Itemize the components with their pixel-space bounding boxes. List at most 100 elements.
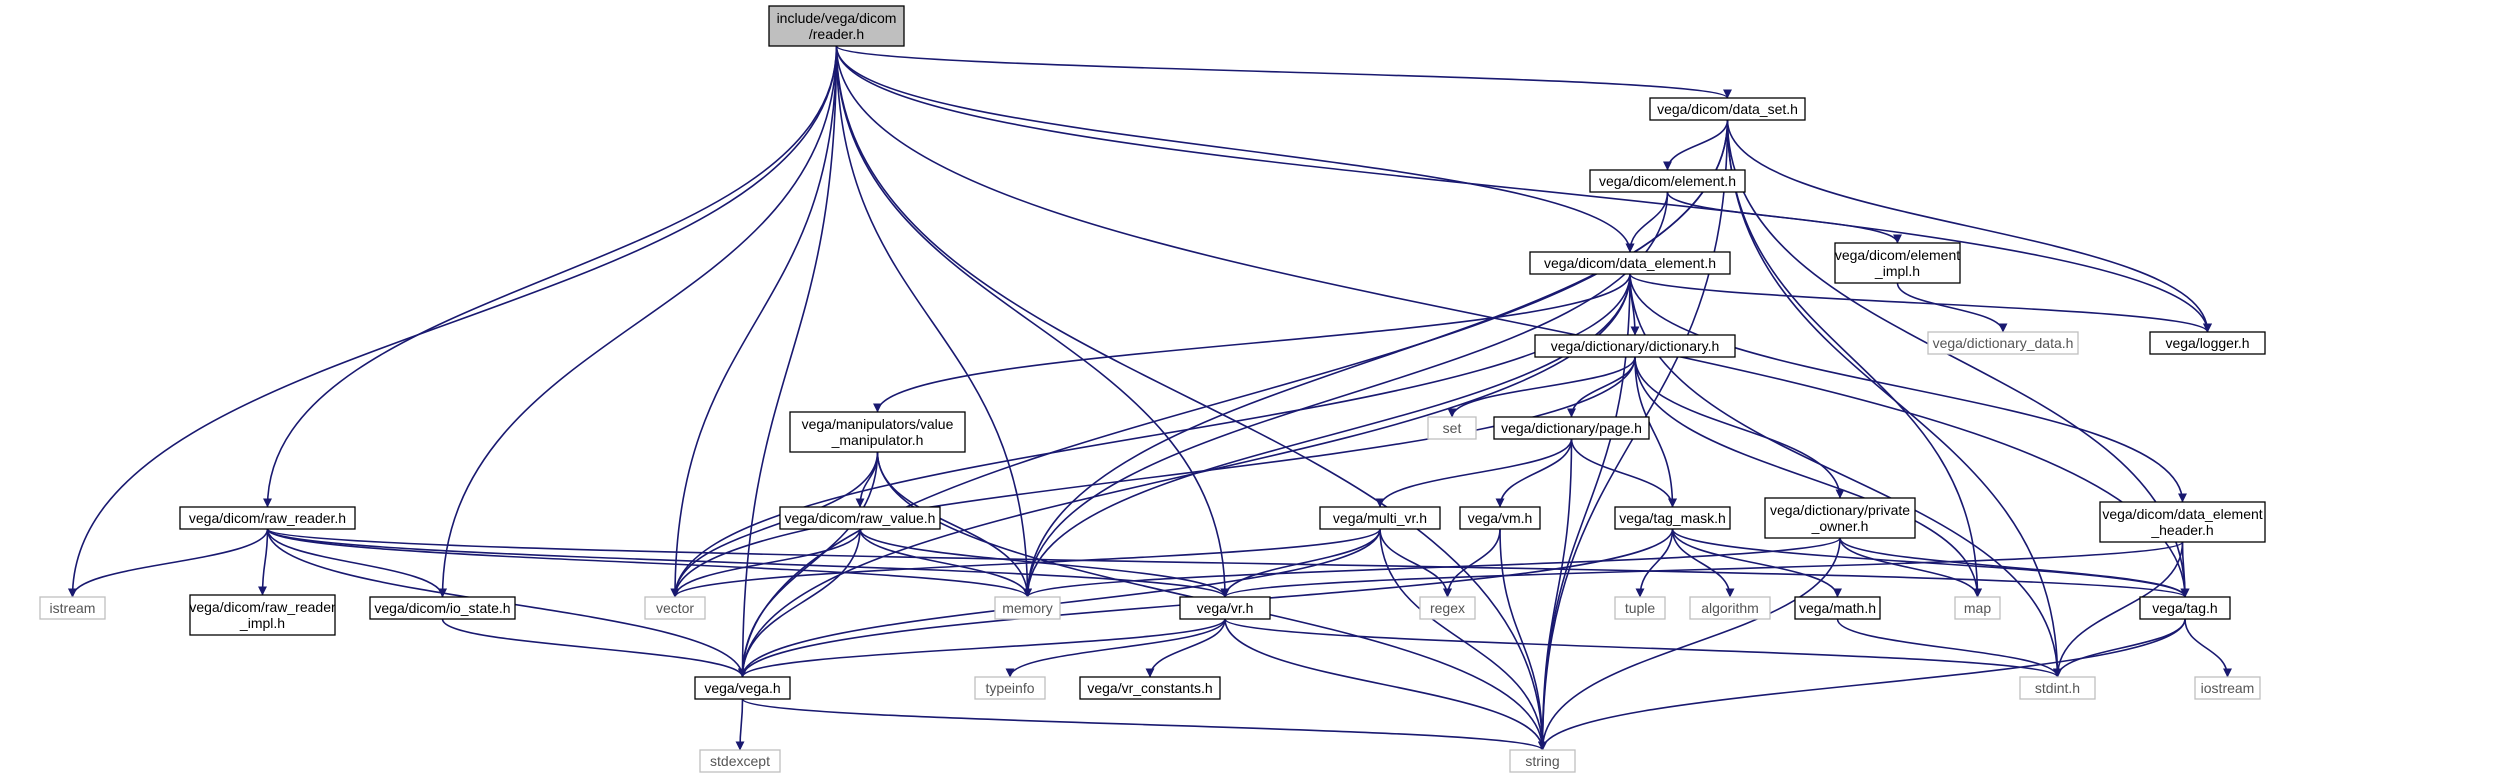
node-tag[interactable]: vega/tag.h (2139, 596, 2231, 620)
node-algorithm-box (1689, 596, 1771, 620)
edge-reader-to-istream1 (68, 45, 838, 598)
node-logger-label: vega/logger.h (2165, 335, 2249, 351)
node-reader-label: /reader.h (809, 26, 864, 42)
edge-raw-value-to-vector (670, 528, 861, 598)
node-data-element-label: vega/dicom/data_element.h (1544, 255, 1716, 271)
edge-multi-vr-to-vr (1220, 528, 1381, 598)
node-raw-reader-impl-box (189, 594, 336, 636)
node-regex-box (1419, 596, 1476, 620)
node-math[interactable]: vega/math.h (1794, 596, 1881, 620)
node-data-set[interactable]: vega/dicom/data_set.h (1649, 97, 1806, 121)
node-regex: regex (1419, 596, 1476, 620)
edge-reader-to-logger (835, 45, 2212, 333)
node-typeinfo: typeinfo (974, 676, 1046, 700)
node-dictionary-box (1534, 334, 1736, 358)
edge-data-set-to-logger (1726, 119, 2212, 333)
edge-data-set-to-vega (738, 119, 1729, 678)
node-data-set-box (1649, 97, 1806, 121)
edge-tag-mask-to-algorithm (1671, 528, 1735, 598)
node-stdexcept-box (699, 749, 781, 773)
node-data-element-header[interactable]: vega/dicom/data_element_header.h (2099, 501, 2266, 543)
edge-dictionary-to-private-owner (1634, 356, 1845, 499)
node-dictionary-data-box (1927, 331, 2079, 355)
node-private-owner[interactable]: vega/dictionary/private_owner.h (1764, 497, 1916, 539)
edge-reader-to-string (835, 45, 1547, 751)
edge-value-manip-to-vector (670, 451, 879, 598)
edge-tag-mask-to-math (1671, 528, 1842, 598)
edge-tag-to-stdint (2053, 618, 2186, 678)
node-vega-box (694, 676, 791, 700)
node-istream1-box (39, 596, 106, 620)
node-raw-reader-label: vega/dicom/raw_reader.h (189, 510, 346, 526)
node-tuple-box (1614, 596, 1666, 620)
node-map-label: map (1964, 600, 1991, 616)
node-set: set (1427, 416, 1477, 440)
node-data-element-header-box (2099, 501, 2266, 543)
edge-tag-to-string (1538, 618, 2186, 751)
node-element-impl[interactable]: vega/dicom/element_impl.h (1834, 242, 1961, 284)
node-string: string (1509, 749, 1576, 773)
node-raw-reader[interactable]: vega/dicom/raw_reader.h (179, 506, 356, 530)
node-page[interactable]: vega/dictionary/page.h (1493, 416, 1650, 440)
edge-value-manip-to-vega (738, 451, 879, 678)
node-element[interactable]: vega/dicom/element.h (1589, 169, 1746, 193)
node-stdint-box (2019, 676, 2096, 700)
node-io-state[interactable]: vega/dicom/io_state.h (369, 596, 516, 620)
node-stdexcept-label: stdexcept (710, 753, 770, 769)
edge-reader-to-vega (738, 45, 838, 678)
edge-math-to-stdint (1836, 618, 2062, 678)
node-value-manip-label: _manipulator.h (831, 432, 924, 448)
node-dictionary[interactable]: vega/dictionary/dictionary.h (1534, 334, 1736, 358)
node-private-owner-label: _owner.h (1811, 518, 1869, 534)
edge-dictionary-to-vector (670, 356, 1636, 598)
node-tag-box (2139, 596, 2231, 620)
node-vr[interactable]: vega/vr.h (1179, 596, 1271, 620)
node-page-box (1493, 416, 1650, 440)
node-math-box (1794, 596, 1881, 620)
node-set-label: set (1443, 420, 1462, 436)
node-multi-vr[interactable]: vega/multi_vr.h (1319, 506, 1441, 530)
node-data-element-header-label: _header.h (2150, 522, 2213, 538)
node-raw-value-label: vega/dicom/raw_value.h (785, 510, 936, 526)
edge-data-element-to-data-element-header (1629, 273, 2187, 503)
node-raw-reader-impl[interactable]: vega/dicom/raw_reader_impl.h (189, 594, 336, 636)
edge-raw-reader-to-raw-reader-impl (258, 528, 269, 596)
node-raw-value[interactable]: vega/dicom/raw_value.h (779, 506, 941, 530)
node-vr-constants-label: vega/vr_constants.h (1087, 680, 1212, 696)
edge-dictionary-to-map (1634, 356, 1982, 598)
node-vm[interactable]: vega/vm.h (1459, 506, 1541, 530)
node-dictionary-label: vega/dictionary/dictionary.h (1551, 338, 1720, 354)
node-data-element[interactable]: vega/dicom/data_element.h (1529, 251, 1731, 275)
node-memory-box (994, 596, 1061, 620)
node-algorithm: algorithm (1689, 596, 1771, 620)
node-element-impl-label: vega/dicom/element (1835, 247, 1960, 263)
node-multi-vr-box (1319, 506, 1441, 530)
node-vega[interactable]: vega/vega.h (694, 676, 791, 700)
edge-data-element-to-value-manip (873, 273, 1631, 413)
edge-io-state-to-vega (441, 618, 747, 678)
node-raw-reader-impl-label: _impl.h (239, 615, 285, 631)
edge-vm-to-string (1499, 528, 1547, 751)
edge-vr-to-string (1224, 618, 1547, 751)
edge-page-to-string (1538, 438, 1573, 751)
node-tag-mask-box (1614, 506, 1731, 530)
node-set-box (1427, 416, 1477, 440)
node-io-state-box (369, 596, 516, 620)
node-value-manip[interactable]: vega/manipulators/value_manipulator.h (789, 411, 966, 453)
edge-dictionary-to-set (1447, 356, 1636, 418)
node-logger[interactable]: vega/logger.h (2149, 331, 2266, 355)
node-istream1: istream (39, 596, 106, 620)
node-raw-value-box (779, 506, 941, 530)
node-reader-box (768, 5, 905, 47)
node-multi-vr-label: vega/multi_vr.h (1333, 510, 1427, 526)
node-vr-label: vega/vr.h (1197, 600, 1254, 616)
edge-page-to-multi-vr (1375, 438, 1573, 508)
edge-vr-to-stdint (1224, 618, 2062, 678)
node-page-label: vega/dictionary/page.h (1501, 420, 1642, 436)
node-istream2-box (2194, 676, 2261, 700)
node-vr-constants[interactable]: vega/vr_constants.h (1079, 676, 1221, 700)
node-math-label: vega/math.h (1799, 600, 1876, 616)
node-tag-mask[interactable]: vega/tag_mask.h (1614, 506, 1731, 530)
node-reader[interactable]: include/vega/dicom/reader.h (768, 5, 905, 47)
edge-raw-reader-to-tag (266, 528, 2190, 598)
